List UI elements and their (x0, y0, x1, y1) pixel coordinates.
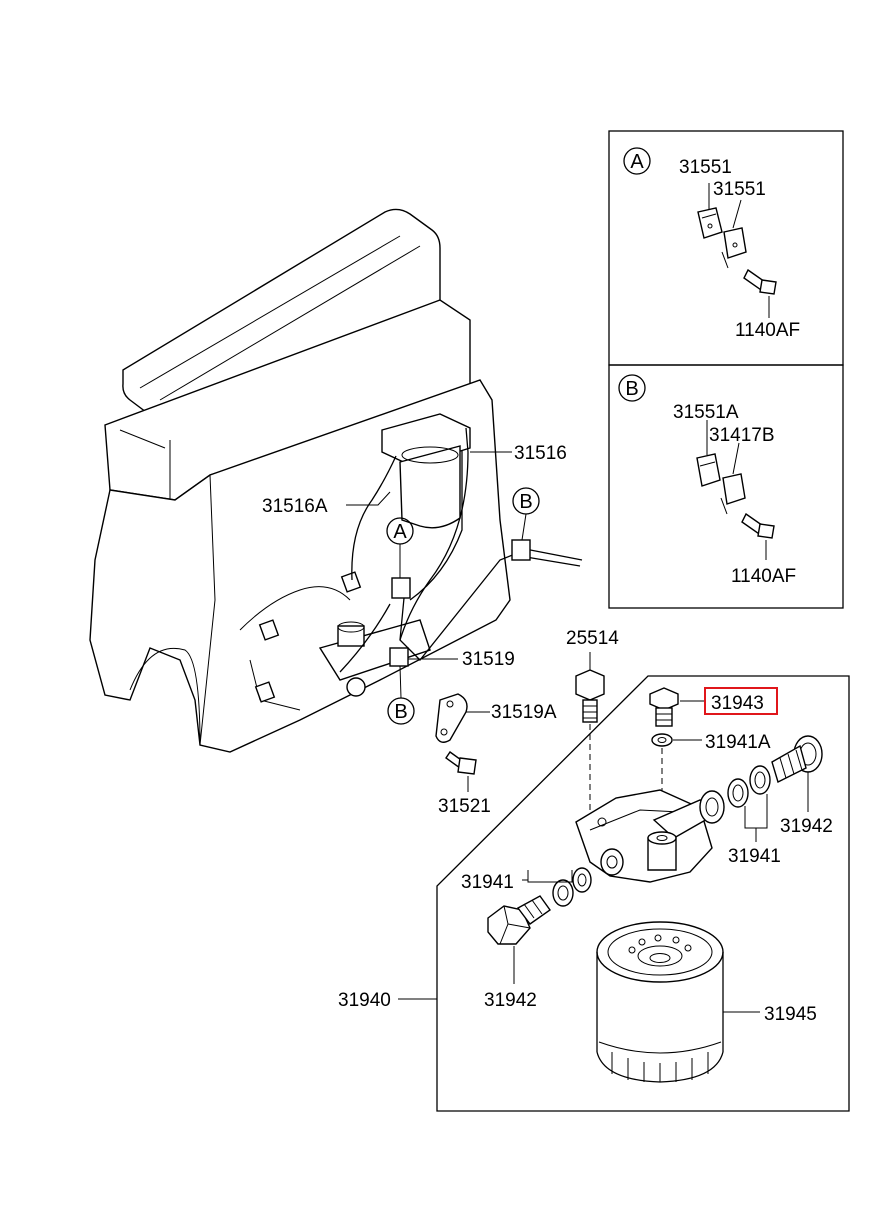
label-31945[interactable]: 31945 (764, 1004, 817, 1025)
engine-labels: 31516 31516A 31519 (262, 443, 567, 670)
bolt-1140af-icon (743, 268, 777, 295)
label-31551a[interactable]: 31551A (673, 402, 739, 423)
bolt-1140af-b-icon (741, 512, 775, 539)
banjo-bolt-31942-left-icon: 31942 (484, 895, 551, 1011)
callout-b-inset-text: B (625, 378, 638, 400)
oil-filter-31945-icon: 31945 (596, 921, 817, 1083)
bracket-31519a-icon: 31519A (435, 693, 557, 743)
engine-block-icon (89, 208, 583, 753)
inset-a: A 31551 31551 1140AF (623, 147, 800, 341)
clip-31551a-icon (696, 453, 746, 515)
label-31551-a[interactable]: 31551 (679, 157, 732, 178)
clamp-b-icon (389, 647, 409, 667)
callout-b-main-top: B (519, 491, 532, 513)
bolt-25514-icon: 25514 (566, 628, 619, 810)
label-31940[interactable]: 31940 (338, 990, 391, 1011)
banjo-bolt-31942-right-icon: 31942 (771, 735, 833, 837)
label-31943[interactable]: 31943 (711, 693, 764, 714)
clamp-a-icon (391, 577, 411, 599)
label-1140af-a[interactable]: 1140AF (735, 320, 800, 341)
label-31516a[interactable]: 31516A (262, 496, 328, 517)
inset-b: B 31551A 31417B 1140AF (618, 374, 796, 587)
oil-filter-group: 31940 31943 31941A 31942 (338, 675, 850, 1112)
label-31417b[interactable]: 31417B (709, 425, 775, 446)
highlight-box-31943 (704, 687, 778, 715)
label-31551-b[interactable]: 31551 (713, 179, 766, 200)
clip-31551-icon (697, 207, 747, 269)
callout-b-inset (618, 374, 646, 402)
clamp-b-top-icon (511, 539, 531, 561)
engine-callouts: A B B (386, 487, 540, 725)
label-31941a[interactable]: 31941A (705, 732, 771, 753)
label-31942-right[interactable]: 31942 (780, 816, 833, 837)
label-31942-left[interactable]: 31942 (484, 990, 537, 1011)
label-1140af-b[interactable]: 1140AF (731, 566, 796, 587)
label-25514[interactable]: 25514 (566, 628, 619, 649)
bolt-31521-icon: 31521 (438, 751, 491, 817)
callout-a-inset-text: A (630, 151, 644, 173)
callout-b-main-bottom: B (394, 701, 407, 723)
callout-a-inset (623, 147, 651, 175)
washers-31941-left-icon: 31941 (461, 867, 592, 907)
washer-31941a-icon (651, 733, 673, 747)
label-31941-left[interactable]: 31941 (461, 872, 514, 893)
label-31519a[interactable]: 31519A (491, 702, 557, 723)
label-31516[interactable]: 31516 (514, 443, 567, 464)
label-31519[interactable]: 31519 (462, 649, 515, 670)
label-31521[interactable]: 31521 (438, 796, 491, 817)
inset-panels (608, 130, 844, 609)
washers-31941-right-icon: 31941 (727, 765, 781, 867)
label-31941-right[interactable]: 31941 (728, 846, 781, 867)
bolt-31943-icon (649, 687, 706, 727)
callout-a-main: A (393, 521, 407, 543)
filter-head-icon (575, 789, 725, 883)
